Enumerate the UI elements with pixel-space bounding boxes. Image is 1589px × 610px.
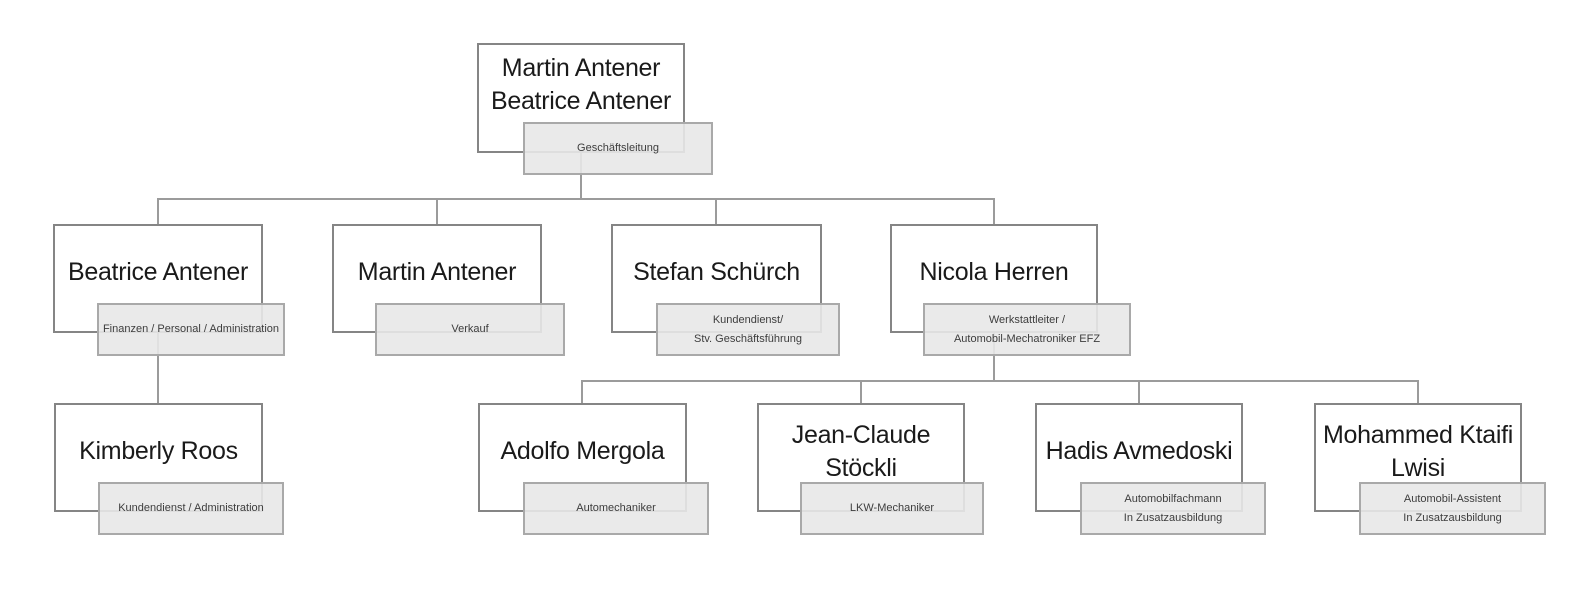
connector-drop-mohammed	[1417, 380, 1419, 403]
connector-drop-stefan	[715, 198, 717, 224]
role-badge: Finanzen / Personal / Administration	[97, 303, 285, 356]
role-label: Automobilfachmann In Zusatzausbildung	[1123, 492, 1223, 524]
connector-level2-horizontal	[581, 380, 1419, 382]
person-name: Adolfo Mergola	[500, 437, 665, 465]
org-node-hadis-avmedoski: Hadis Avmedoski Automobilfachmann In Zus…	[1035, 403, 1266, 535]
role-label: Werkstattleiter / Automobil-Mechatronike…	[953, 313, 1101, 345]
person-name: Kimberly Roos	[79, 437, 238, 465]
person-name: Stefan Schürch	[633, 258, 800, 286]
connector-drop-nicola	[993, 198, 995, 224]
role-badge: Automobilfachmann In Zusatzausbildung	[1080, 482, 1266, 535]
connector-root-stub	[580, 153, 582, 198]
person-name: Beatrice Antener	[67, 258, 249, 286]
org-node-stefan-schuerch: Stefan Schürch Kundendienst/ Stv. Geschä…	[611, 224, 840, 356]
org-node-geschaeftsleitung: Martin Antener Beatrice Antener Geschäft…	[477, 43, 713, 175]
role-label: Kundendienst / Administration	[118, 502, 264, 514]
connector-beatrice-kimberly	[157, 333, 159, 403]
role-badge: Automobil-Assistent In Zusatzausbildung	[1359, 482, 1546, 535]
role-badge: Verkauf	[375, 303, 565, 356]
role-badge: Geschäftsleitung	[523, 122, 713, 175]
role-label: Verkauf	[451, 323, 489, 335]
org-node-martin-antener: Martin Antener Verkauf	[332, 224, 565, 356]
role-label: LKW-Mechaniker	[849, 502, 935, 514]
connector-drop-beatrice	[157, 198, 159, 224]
role-label: Kundendienst/ Stv. Geschäftsführung	[693, 313, 803, 345]
connector-drop-jeanclaude	[860, 380, 862, 403]
role-badge: LKW-Mechaniker	[800, 482, 984, 535]
person-name: Nicola Herren	[919, 258, 1069, 286]
role-label: Automechaniker	[576, 502, 656, 514]
person-name: Martin Antener	[357, 258, 517, 286]
role-badge: Werkstattleiter / Automobil-Mechatronike…	[923, 303, 1131, 356]
connector-drop-adolfo	[581, 380, 583, 403]
org-node-kimberly-roos: Kimberly Roos Kundendienst / Administrat…	[54, 403, 284, 535]
org-node-mohammed-ktaifi-lwisi: Mohammed Ktaifi Lwisi Automobil-Assisten…	[1314, 403, 1546, 535]
person-name: Jean-Claude Stöckli	[791, 420, 931, 482]
role-label: Automobil-Assistent In Zusatzausbildung	[1403, 492, 1502, 524]
person-name: Hadis Avmedoski	[1045, 437, 1233, 465]
connector-drop-martin	[436, 198, 438, 224]
org-node-jean-claude-stoeckli: Jean-Claude Stöckli LKW-Mechaniker	[757, 403, 984, 535]
org-node-nicola-herren: Nicola Herren Werkstattleiter / Automobi…	[890, 224, 1131, 356]
org-node-beatrice-antener: Beatrice Antener Finanzen / Personal / A…	[53, 224, 285, 356]
role-badge: Kundendienst / Administration	[98, 482, 284, 535]
person-name: Mohammed Ktaifi Lwisi	[1322, 420, 1514, 482]
role-label: Finanzen / Personal / Administration	[102, 323, 280, 335]
org-node-adolfo-mergola: Adolfo Mergola Automechaniker	[478, 403, 709, 535]
role-badge: Kundendienst/ Stv. Geschäftsführung	[656, 303, 840, 356]
role-badge: Automechaniker	[523, 482, 709, 535]
role-label: Geschäftsleitung	[577, 142, 659, 154]
connector-drop-hadis	[1138, 380, 1140, 403]
person-name: Martin Antener Beatrice Antener	[490, 54, 672, 115]
connector-level1-horizontal	[157, 198, 995, 200]
connector-nicola-stub	[993, 333, 995, 380]
